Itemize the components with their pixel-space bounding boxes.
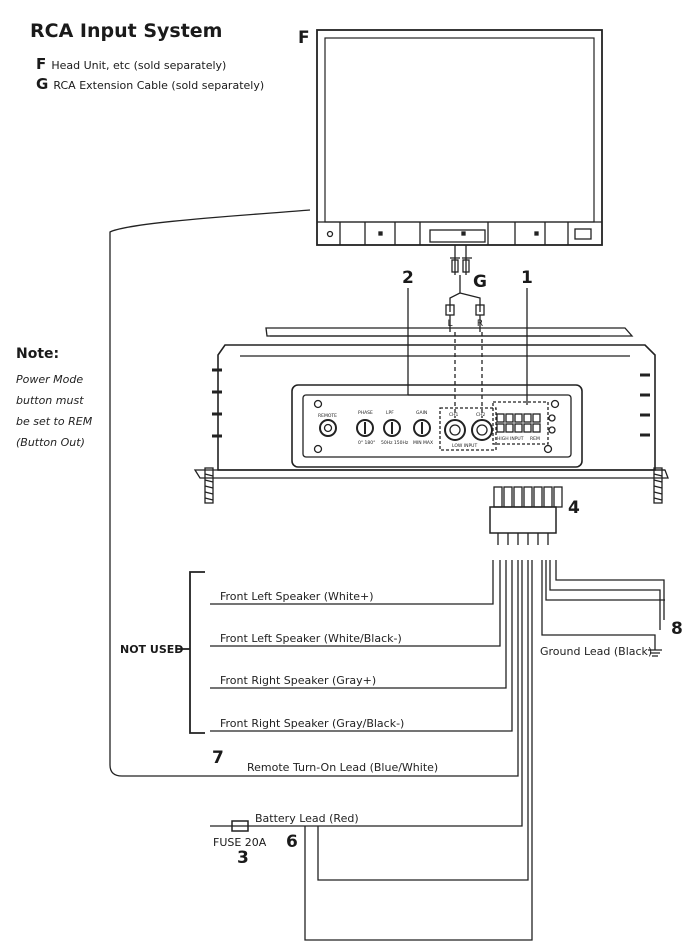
label-battery-lead: Battery Lead (Red) xyxy=(255,812,359,825)
callout-1: 1 xyxy=(521,268,533,288)
panel-phase-range: 0° 180° xyxy=(358,440,375,446)
callout-f: F xyxy=(298,28,310,48)
note-line-3: be set to REM xyxy=(16,415,93,428)
label-front-right-positive: Front Right Speaker (Gray+) xyxy=(220,674,377,687)
panel-lpf-label: LPF xyxy=(386,410,394,416)
panel-gain-label: GAIN xyxy=(416,410,427,416)
panel-lpf-range: 50Hz 150Hz xyxy=(381,440,409,446)
callout-6: 6 xyxy=(286,832,298,852)
wire-loop-outer xyxy=(304,560,533,941)
wire-battery xyxy=(210,560,523,827)
ground-symbol xyxy=(648,649,662,657)
legend-item-f: F Head Unit, etc (sold separately) xyxy=(36,54,226,73)
panel-gain-range: MIN MAX xyxy=(413,440,433,446)
head-unit xyxy=(316,29,603,246)
panel-rem-label: REM xyxy=(530,436,540,442)
label-ground-lead: Ground Lead (Black) xyxy=(540,645,653,658)
note-line-2: button must xyxy=(16,394,84,407)
panel-high-input-label: HIGH INPUT xyxy=(497,436,524,442)
label-front-left-negative: Front Left Speaker (White/Black-) xyxy=(220,632,402,645)
label-front-left-positive: Front Left Speaker (White+) xyxy=(220,590,374,603)
label-remote-turn-on: Remote Turn-On Lead (Blue/White) xyxy=(247,761,439,774)
wire-front-right-positive xyxy=(210,560,507,689)
wire-loop-inner xyxy=(317,560,529,881)
label-fuse: FUSE 20A xyxy=(213,836,267,849)
legend-letter-f: F xyxy=(36,55,47,73)
panel-ch2-label: CH2 xyxy=(476,412,486,418)
wire-front-left-positive xyxy=(210,560,494,605)
rca-extension-cable xyxy=(445,245,485,418)
wire-ground xyxy=(541,560,656,650)
callout-8: 8 xyxy=(671,619,683,639)
rca-plug-left-label: L xyxy=(447,319,452,329)
callout-4: 4 xyxy=(568,498,580,518)
wire-front-left-negative xyxy=(210,560,501,647)
not-used-label: NOT USED xyxy=(120,643,184,656)
note-heading: Note: xyxy=(16,346,60,362)
panel-ch1-label: CH1 xyxy=(449,412,459,418)
diagram-title: RCA Input System xyxy=(30,20,223,42)
wire-front-right-negative xyxy=(210,560,513,732)
callout-g: G xyxy=(473,272,487,292)
legend-item-g: G RCA Extension Cable (sold separately) xyxy=(36,74,264,93)
callout-2: 2 xyxy=(402,268,414,288)
rca-plug-right-label: R xyxy=(477,319,483,329)
callout-3: 3 xyxy=(237,848,249,868)
note-line-1: Power Mode xyxy=(16,373,84,386)
amplifier xyxy=(193,327,669,504)
wiring-harness xyxy=(489,486,563,545)
label-front-right-negative: Front Right Speaker (Gray/Black-) xyxy=(220,717,405,730)
legend-text-f: Head Unit, etc (sold separately) xyxy=(51,59,227,72)
panel-low-input-label: LOW INPUT xyxy=(452,443,477,449)
legend-letter-g: G xyxy=(36,75,49,93)
wire-remote-turn-on xyxy=(109,209,519,777)
panel-remote-label: REMOTE xyxy=(318,413,337,419)
legend-text-g: RCA Extension Cable (sold separately) xyxy=(53,79,265,92)
note-line-4: (Button Out) xyxy=(16,436,85,449)
panel-phase-label: PHASE xyxy=(358,410,373,416)
not-used-bracket xyxy=(189,571,205,734)
callout-7: 7 xyxy=(212,748,224,768)
